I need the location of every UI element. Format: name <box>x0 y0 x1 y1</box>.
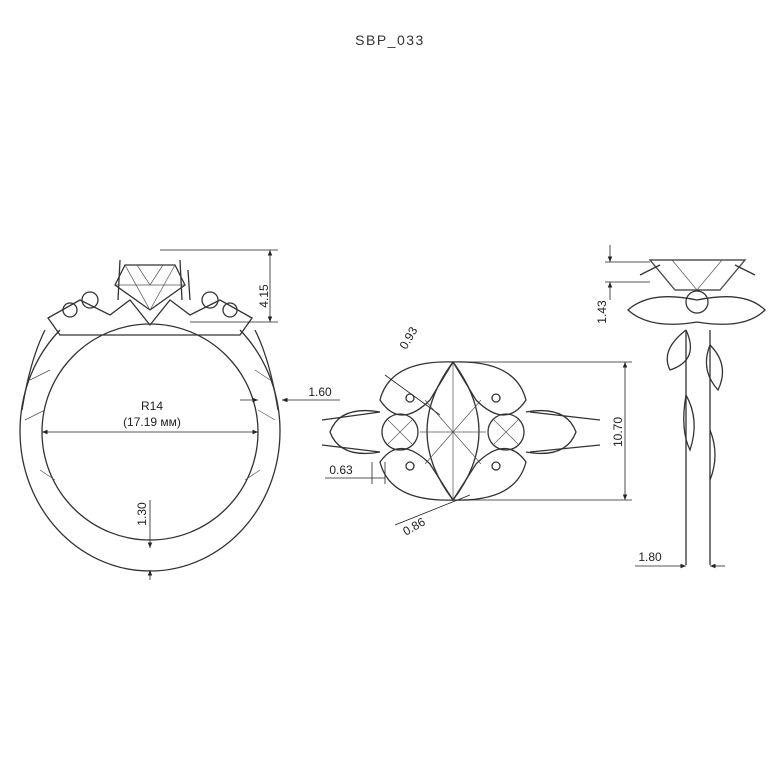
top-view <box>321 360 632 526</box>
dim-band-width-side: 1.60 <box>308 385 332 399</box>
dim-head-length: 10.70 <box>611 417 625 447</box>
dim-leaf-gap: 0.86 <box>400 514 428 538</box>
dim-prong-gap: 0.93 <box>397 324 421 352</box>
dim-inner-diameter: (17.19 мм) <box>123 415 181 429</box>
side-view <box>605 245 766 569</box>
front-view <box>19 249 340 580</box>
dim-bead-size: 0.63 <box>329 463 353 477</box>
dim-head-height: 4.15 <box>257 284 271 308</box>
drawing-title: SBP_033 <box>355 32 425 48</box>
dim-band-width-bottom: 1.80 <box>638 550 662 564</box>
dim-band-thickness: 1.30 <box>135 502 149 526</box>
dim-radius: R14 <box>141 399 163 413</box>
dim-setting-height: 1.43 <box>595 300 609 324</box>
